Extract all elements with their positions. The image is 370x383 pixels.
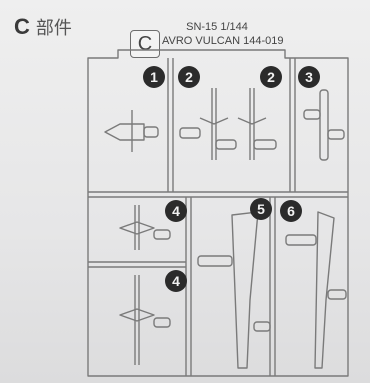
part-5-shape	[197, 211, 271, 369]
part-marker-1: 1	[143, 66, 165, 88]
part-3-shape	[303, 89, 345, 161]
part-2b-shape	[237, 88, 277, 160]
part-marker-4a: 4	[165, 200, 187, 222]
part-marker-2a: 2	[178, 66, 200, 88]
kit-info: SN-15 1/144 AVRO VULCAN 144-019	[162, 20, 284, 48]
part-marker-2b: 2	[260, 66, 282, 88]
part-marker-3: 3	[298, 66, 320, 88]
section-heading: C 部件	[14, 14, 72, 40]
section-letter: C	[14, 14, 30, 39]
sprue-tag: C	[130, 30, 160, 58]
part-marker-4b: 4	[165, 270, 187, 292]
part-2a-shape	[179, 88, 237, 160]
section-label: 部件	[35, 18, 72, 39]
sprue-outer-frame	[87, 49, 349, 377]
part-6-shape	[285, 211, 347, 369]
part-marker-5: 5	[250, 198, 272, 220]
part-4a-shape	[119, 205, 171, 250]
part-marker-6: 6	[280, 200, 302, 222]
kit-info-line1: SN-15 1/144	[186, 21, 248, 33]
kit-info-line2: AVRO VULCAN 144-019	[162, 35, 284, 47]
part-4b-shape	[119, 275, 171, 365]
part-1-shape	[104, 110, 159, 152]
